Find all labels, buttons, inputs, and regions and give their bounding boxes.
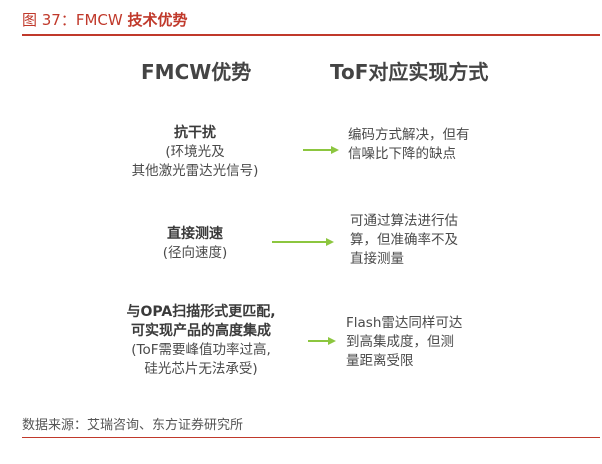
row-2-tof-line-2: 算，但准确率不及 xyxy=(350,232,458,248)
row-3-tof-line-3: 量距离受限 xyxy=(346,353,414,369)
right-column-header: ToF对应实现方式 xyxy=(330,60,489,84)
row-3-advantage-title-line-2: 可实现产品的高度集成 xyxy=(131,323,271,339)
figure-title: 图 37：FMCW 技术优势 xyxy=(22,8,188,32)
figure-number: 图 37： xyxy=(22,11,76,29)
row-1-advantage-note-line-2: 其他激光雷达光信号) xyxy=(131,163,259,179)
row-1-advantage-title: 抗干扰 xyxy=(174,125,216,141)
row-3-advantage: 与OPA扫描形式更匹配, 可实现产品的高度集成 (ToF需要峰值功率过高, 硅光… xyxy=(96,303,306,379)
row-2-tof-approach: 可通过算法进行估 算，但准确率不及 直接测量 xyxy=(350,212,458,269)
row-3-tof-approach: Flash雷达同样可达 到高集成度，但测 量距离受限 xyxy=(346,314,462,371)
row-2-advantage-note-line-1: (径向速度) xyxy=(162,245,228,261)
row-1-advantage-note-line-1: (环境光及 xyxy=(165,144,225,160)
row-1-tof-approach: 编码方式解决，但有 信噪比下降的缺点 xyxy=(348,126,470,164)
row-2-arrow xyxy=(272,237,334,247)
top-rule xyxy=(22,34,600,36)
source-note: 数据来源：艾瑞咨询、东方证券研究所 xyxy=(22,418,244,433)
row-3-tof-line-2: 到高集成度，但测 xyxy=(346,334,454,350)
row-2-advantage-title: 直接测速 xyxy=(167,226,223,242)
row-1-tof-line-2: 信噪比下降的缺点 xyxy=(348,146,456,162)
figure-title-bold: 技术优势 xyxy=(127,11,188,29)
row-3-arrow xyxy=(308,336,336,346)
row-1-arrow xyxy=(303,145,339,155)
row-3-advantage-title-line-1: 与OPA扫描形式更匹配, xyxy=(126,304,276,320)
row-3-advantage-note-line-2: 硅光芯片无法承受) xyxy=(144,361,258,377)
bottom-rule xyxy=(22,437,600,438)
row-1-advantage: 抗干扰 (环境光及 其他激光雷达光信号) xyxy=(90,124,300,181)
row-2-tof-line-1: 可通过算法进行估 xyxy=(350,213,458,229)
row-3-tof-line-1: Flash雷达同样可达 xyxy=(346,315,463,331)
left-column-header: FMCW优势 xyxy=(141,60,252,84)
row-3-advantage-note-line-1: (ToF需要峰值功率过高, xyxy=(131,342,271,358)
row-1-tof-line-1: 编码方式解决，但有 xyxy=(348,127,470,143)
row-2-tof-line-3: 直接测量 xyxy=(350,251,404,267)
figure-title-main: FMCW xyxy=(75,11,128,29)
row-2-advantage: 直接测速 (径向速度) xyxy=(105,225,285,263)
